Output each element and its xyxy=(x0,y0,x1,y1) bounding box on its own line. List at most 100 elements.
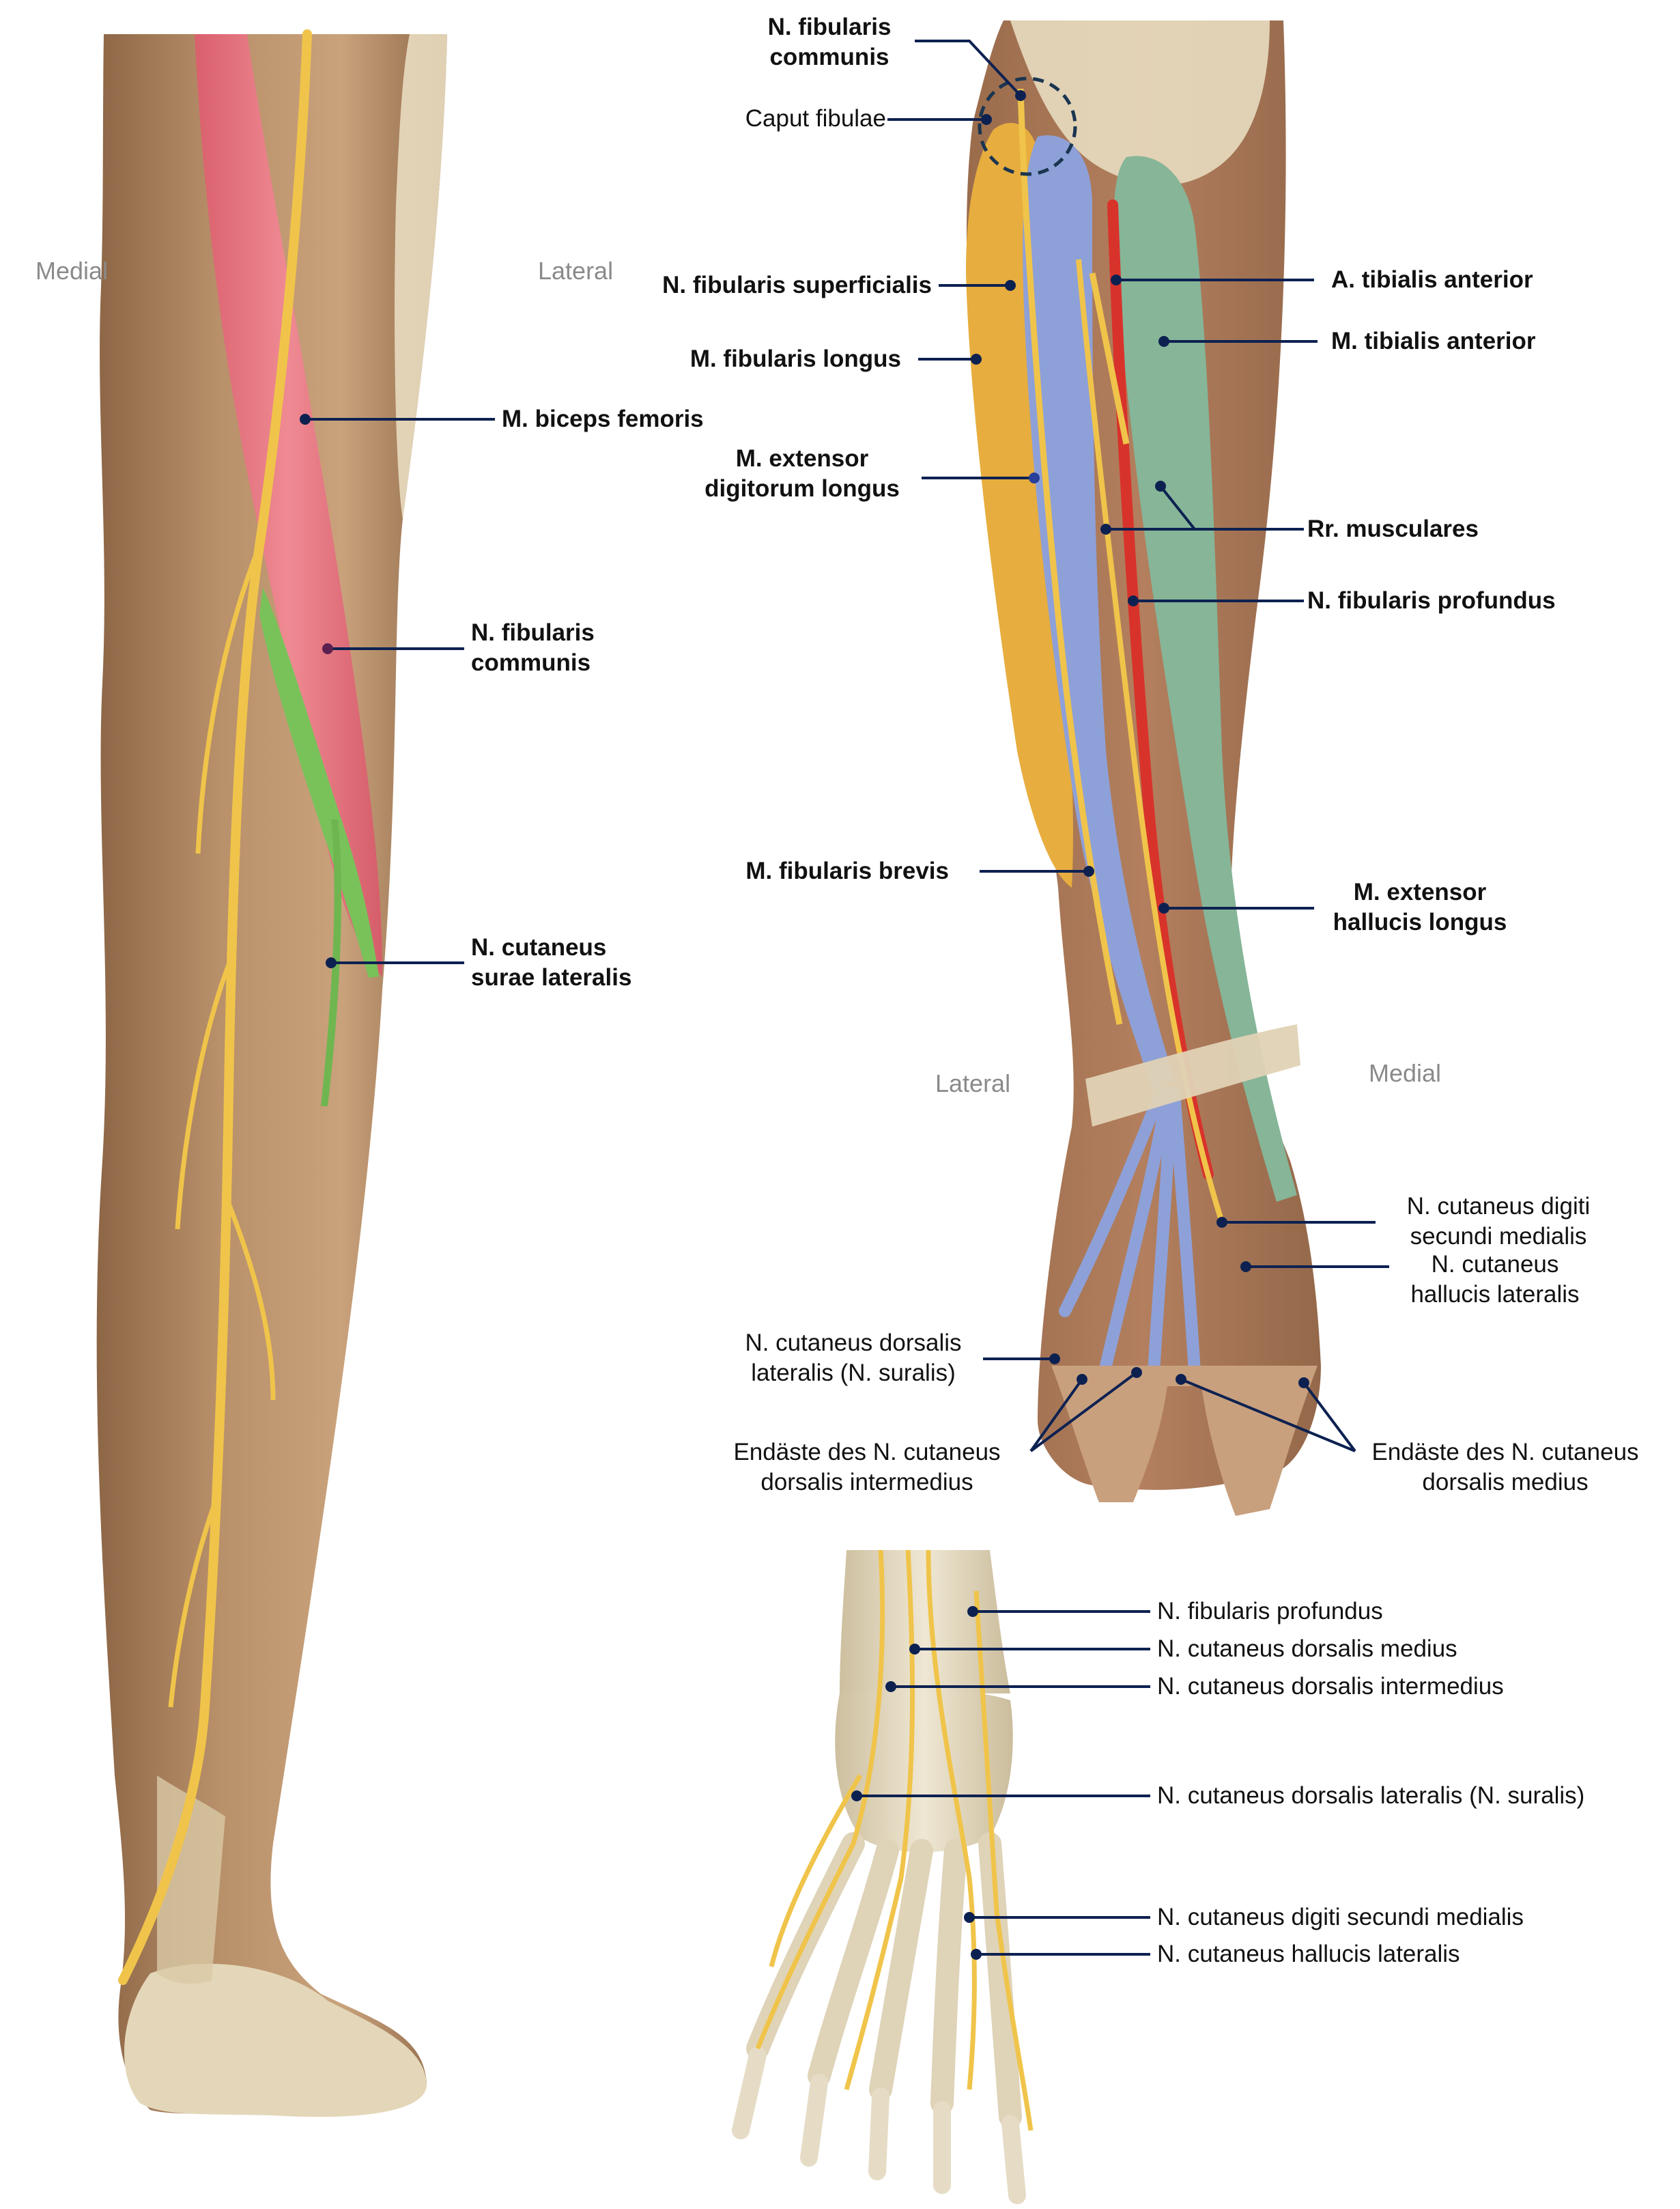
fibularis-longus-shape xyxy=(966,123,1073,888)
label-posterior-fibularis-communis-line1: N. fibularis xyxy=(471,619,595,646)
label-rr-musculares: Rr. musculares xyxy=(1307,516,1479,542)
label-extensor-digitorum-longus: M. extensor digitorum longus xyxy=(689,444,915,504)
dot-rr-musculares-b xyxy=(1155,481,1166,492)
dot-digiti-secundi xyxy=(1216,1217,1227,1228)
label-cutaneus-surae-line2: surae lateralis xyxy=(471,964,632,991)
label-caput-fibulae: Caput fibulae xyxy=(745,105,886,132)
orientation-anterior-lateral: Lateral xyxy=(935,1069,1011,1097)
dot-fibularis-brevis xyxy=(1083,866,1094,877)
label-endaeste-medius: Endäste des N. cutaneus dorsalis medius xyxy=(1358,1437,1652,1497)
label-foot-dorsalis-intermedius: N. cutaneus dorsalis intermedius xyxy=(1157,1673,1504,1700)
dot-foot-medius xyxy=(909,1644,920,1655)
leader-endaeste-medius xyxy=(1180,1378,1356,1452)
superficial-fibular-nerve-shape xyxy=(1017,88,1130,1025)
label-tibialis-anterior-artery: A. tibialis anterior xyxy=(1331,266,1533,293)
label-digiti-secundi-line2: secundi medialis xyxy=(1410,1223,1587,1250)
label-endaeste-medius-line1: Endäste des N. cutaneus xyxy=(1371,1439,1639,1465)
phalanges xyxy=(732,2046,1026,2204)
label-anterior-fibularis-communis-line2: communis xyxy=(769,44,889,70)
dot-fibularis-superficialis xyxy=(1005,280,1016,291)
label-foot-dorsalis-medius: N. cutaneus dorsalis medius xyxy=(1157,1635,1457,1662)
leader-lines xyxy=(305,40,1389,1956)
label-digiti-secundi-line1: N. cutaneus digiti xyxy=(1406,1193,1591,1220)
dot-foot-intermedius xyxy=(885,1681,896,1692)
label-cutaneus-surae-lateralis: N. cutaneus surae lateralis xyxy=(471,933,631,993)
leader-ant-fibularis-communis xyxy=(915,40,1022,97)
knee-tendon xyxy=(1010,20,1270,186)
dot-caput-fibulae xyxy=(981,114,992,125)
label-posterior-fibularis-communis-line2: communis xyxy=(471,649,591,676)
label-hallucis-lateralis-line2: hallucis lateralis xyxy=(1410,1281,1580,1308)
dot-cutaneus-surae xyxy=(326,957,337,968)
extensor-digitorum-shape xyxy=(1023,135,1174,1093)
label-endaeste-medius-line2: dorsalis medius xyxy=(1422,1469,1589,1495)
label-endaeste-intermedius-line1: Endäste des N. cutaneus xyxy=(733,1439,1001,1465)
anterior-leg xyxy=(966,20,1321,1516)
label-digiti-secundi-medialis: N. cutaneus digiti secundi medialis xyxy=(1386,1192,1611,1252)
extensor-digitorum-tendons xyxy=(1059,1086,1201,1379)
tibialis-anterior-shape xyxy=(1113,156,1297,1202)
label-extensor-hallucis-line2: hallucis longus xyxy=(1333,909,1507,935)
leader-endaeste-intermedius xyxy=(1029,1371,1138,1452)
tibial-nerve-shape xyxy=(118,29,312,1985)
dot-fibularis-longus xyxy=(971,354,982,365)
label-fibularis-profundus: N. fibularis profundus xyxy=(1307,587,1556,614)
orientation-anterior-medial: Medial xyxy=(1369,1059,1442,1087)
leader-rr-musculares xyxy=(1106,485,1304,531)
label-dorsalis-lateralis: N. cutaneus dorsalis lateralis (N. sural… xyxy=(727,1328,980,1388)
label-hallucis-lateralis-line1: N. cutaneus xyxy=(1431,1251,1559,1278)
tibia-fibula xyxy=(840,1550,1010,1693)
label-foot-digiti-secundi: N. cutaneus digiti secundi medialis xyxy=(1157,1904,1524,1930)
dot-endaeste-intermedius-a xyxy=(1077,1374,1087,1385)
dot-dorsalis-lateralis xyxy=(1049,1353,1060,1364)
dot-foot-digiti xyxy=(964,1912,975,1923)
label-dorsalis-lateralis-line2: lateralis (N. suralis) xyxy=(751,1360,956,1386)
label-extensor-hallucis-line1: M. extensor xyxy=(1353,879,1487,905)
label-anterior-fibularis-communis-line1: N. fibularis xyxy=(767,14,892,40)
heel-bone xyxy=(124,1963,427,2117)
dot-tibialis-artery xyxy=(1111,275,1122,285)
label-endaeste-intermedius: Endäste des N. cutaneus dorsalis interme… xyxy=(710,1437,1024,1497)
label-posterior-fibularis-communis: N. fibularis communis xyxy=(471,618,595,678)
dot-post-fibularis-communis xyxy=(322,643,333,654)
caput-fibulae-circle xyxy=(978,76,1077,176)
label-fibularis-brevis: M. fibularis brevis xyxy=(745,858,949,884)
foot-skeleton xyxy=(732,1549,1034,2204)
label-cutaneus-surae-line1: N. cutaneus xyxy=(471,934,607,961)
label-extensor-hallucis-longus: M. extensor hallucis longus xyxy=(1318,877,1522,938)
dot-endaeste-medius-a xyxy=(1176,1374,1186,1385)
dot-extensor-hallucis xyxy=(1158,903,1169,914)
talus-tarsals xyxy=(835,1689,1013,1853)
label-endaeste-intermedius-line2: dorsalis intermedius xyxy=(760,1469,973,1495)
dot-biceps xyxy=(300,414,311,425)
lateral-sural-nerve-shape xyxy=(321,819,341,1106)
dot-foot-lateralis xyxy=(851,1790,862,1801)
label-tibialis-anterior-muscle: M. tibialis anterior xyxy=(1331,328,1536,354)
foot-nerves xyxy=(755,1549,1034,2131)
label-biceps-femoris: M. biceps femoris xyxy=(502,406,704,432)
dot-rr-musculares-a xyxy=(1100,524,1111,535)
marker-dots xyxy=(300,90,1309,1960)
achilles-tendon xyxy=(157,1775,225,1984)
label-foot-dorsalis-lateralis: N. cutaneus dorsalis lateralis (N. sural… xyxy=(1157,1782,1585,1809)
label-fibularis-superficialis: N. fibularis superficialis xyxy=(662,272,932,298)
dot-fibularis-profundus xyxy=(1128,595,1139,606)
label-anterior-fibularis-communis: N. fibularis communis xyxy=(748,12,911,72)
dot-ant-fibularis-communis xyxy=(1015,90,1026,101)
dot-endaeste-intermedius-b xyxy=(1131,1367,1142,1378)
biceps-femoris-shape xyxy=(195,34,382,976)
common-fibular-nerve-shape xyxy=(259,587,379,978)
posterior-leg-shape xyxy=(96,34,447,2117)
label-extensor-digitorum-line1: M. extensor xyxy=(735,445,869,472)
foot-toes xyxy=(1051,1366,1318,1516)
extensor-retinaculum xyxy=(1085,1024,1300,1127)
label-extensor-digitorum-line2: digitorum longus xyxy=(704,475,900,502)
dot-foot-profundus xyxy=(967,1606,978,1617)
orientation-posterior-lateral: Lateral xyxy=(538,257,614,285)
dot-tibialis-muscle xyxy=(1158,336,1169,347)
label-hallucis-lateralis: N. cutaneus hallucis lateralis xyxy=(1396,1250,1594,1310)
dot-foot-hallucis xyxy=(971,1949,982,1960)
dot-hallucis-lateralis xyxy=(1240,1261,1251,1272)
